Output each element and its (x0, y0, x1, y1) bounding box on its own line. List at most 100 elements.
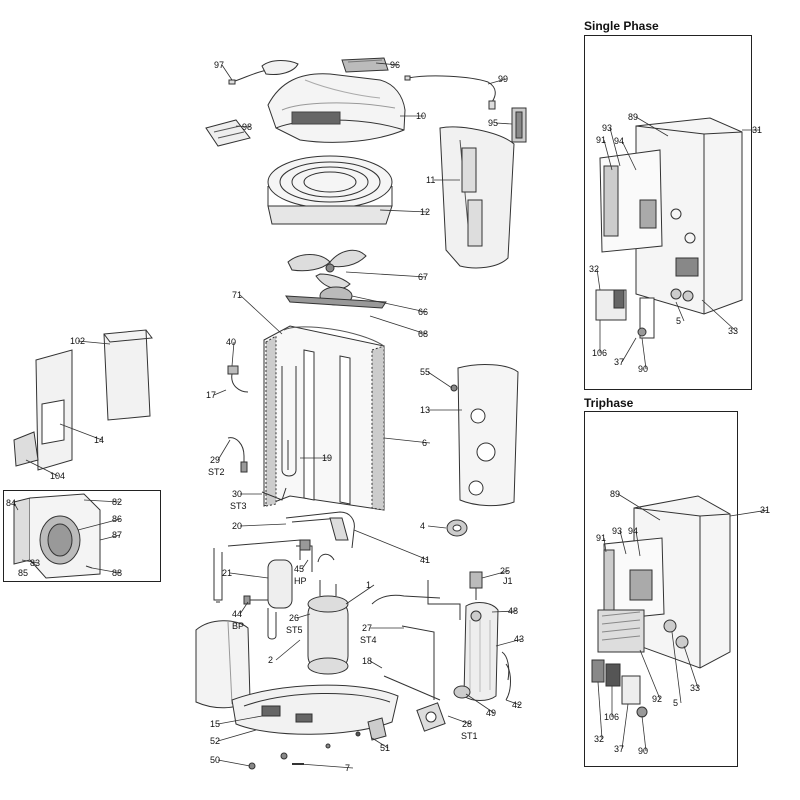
compressor-1-part (307, 553, 349, 675)
leader-line-p12 (379, 209, 429, 213)
fan-blade-67-part (287, 249, 367, 290)
leader-line-p50 (217, 759, 251, 767)
leader-line-t5 (671, 631, 682, 704)
leader-line-p83 (21, 559, 39, 564)
part-label-p41: 41 (420, 555, 430, 565)
heat-exchanger-43-part (453, 602, 510, 701)
part-label-p27: 27 (362, 623, 372, 633)
part-label-p82: 82 (112, 497, 122, 507)
leader-line-s89 (635, 116, 669, 137)
single-phase-title: Single Phase (584, 19, 659, 33)
leader-line-t31 (729, 509, 769, 517)
leader-line-p67 (345, 271, 427, 278)
part-label-t89: 89 (610, 489, 620, 499)
handle-96-part (341, 57, 389, 73)
part-label-t33: 33 (690, 683, 700, 693)
part-label-s89: 89 (628, 112, 638, 122)
part-label-pST1: ST1 (461, 731, 478, 741)
evaporator-coil-6-part (263, 325, 385, 511)
part-label-p84: 84 (6, 498, 16, 508)
leader-line-s93 (609, 127, 621, 167)
part-label-t37: 37 (614, 744, 624, 754)
leader-line-p99 (487, 78, 507, 85)
leader-line-s91 (603, 139, 613, 171)
leader-line-p71 (239, 294, 283, 335)
part-label-pST2: ST2 (208, 467, 225, 477)
part-label-pST4: ST4 (360, 635, 377, 645)
compressor-jacket-2-part (195, 620, 251, 709)
part-label-p7: 7 (345, 763, 350, 773)
inset-coil-panel (3, 490, 161, 582)
triphase-title: Triphase (584, 396, 634, 410)
part-label-s31: 31 (752, 125, 762, 135)
part-label-p48: 48 (508, 606, 518, 616)
part-label-p13: 13 (420, 405, 430, 415)
part-label-p11: 11 (426, 175, 435, 185)
part-label-p43: 43 (514, 634, 524, 644)
part-label-s90: 90 (638, 364, 648, 374)
part-label-p95: 95 (488, 118, 498, 128)
part-label-p14: 14 (94, 435, 104, 445)
part-label-p85: 85 (18, 568, 28, 578)
cover-104-part (13, 431, 39, 467)
leader-line-p1 (345, 584, 375, 605)
leader-line-p51 (371, 737, 389, 749)
piping-20-part (213, 511, 355, 603)
top-cover-10-part (267, 73, 406, 143)
part-label-s33: 33 (728, 326, 738, 336)
triphase-cabinet-part (591, 495, 731, 718)
tube-19-part (281, 366, 297, 477)
part-label-t32: 32 (594, 734, 604, 744)
leader-line-p15 (217, 715, 263, 725)
part-label-p26: 26 (289, 613, 299, 623)
part-label-p102: 102 (70, 336, 85, 346)
leader-line-p42 (505, 699, 521, 706)
part-label-p52: 52 (210, 736, 220, 746)
control-box-102-part (103, 329, 153, 421)
leader-line-p29 (217, 439, 231, 461)
leader-line-p44 (239, 601, 249, 615)
part-label-t91: 91 (596, 533, 606, 543)
part-label-p97: 97 (214, 60, 224, 70)
leader-line-p55 (427, 371, 453, 389)
part-label-p51: 51 (380, 743, 390, 753)
wire-42-part (505, 663, 511, 701)
part-label-p12: 12 (420, 207, 430, 217)
leader-line-t93 (619, 530, 627, 555)
part-label-p55: 55 (420, 367, 430, 377)
part-label-p21: 21 (222, 568, 232, 578)
part-label-p87: 87 (112, 530, 122, 540)
leader-line-p95 (495, 122, 513, 125)
part-label-p29: 29 (210, 455, 220, 465)
leader-line-p82 (83, 499, 121, 503)
leader-line-s90 (641, 337, 647, 370)
leader-line-p84 (13, 502, 19, 511)
leader-line-p98 (235, 125, 251, 128)
part-label-s37: 37 (614, 357, 624, 367)
leader-line-s94 (621, 140, 637, 171)
part-label-p40: 40 (226, 337, 236, 347)
rear-panel-13-part (450, 364, 519, 507)
leader-line-p68 (369, 315, 427, 335)
motor-66-part (285, 286, 387, 309)
pipe-27-part (371, 580, 461, 701)
sensor-30-part (261, 487, 287, 501)
part-label-p25: 25 (500, 566, 510, 576)
part-label-p88: 88 (112, 568, 122, 578)
part-label-p45: 45 (294, 564, 304, 574)
leader-line-p102 (77, 340, 111, 345)
wire-99-part (404, 75, 496, 110)
part-label-p49: 49 (486, 708, 496, 718)
leader-line-p43 (495, 638, 523, 647)
part-label-t5: 5 (673, 698, 678, 708)
part-label-t93: 93 (612, 526, 622, 536)
part-label-s91: 91 (596, 135, 606, 145)
part-label-p96: 96 (390, 60, 400, 70)
leader-line-p96 (375, 62, 399, 66)
part-label-pST5: ST5 (286, 625, 303, 635)
leader-line-t90 (641, 715, 647, 752)
leader-line-t32 (597, 681, 603, 740)
part-label-p71: 71 (232, 290, 242, 300)
part-label-t106: 106 (604, 712, 619, 722)
